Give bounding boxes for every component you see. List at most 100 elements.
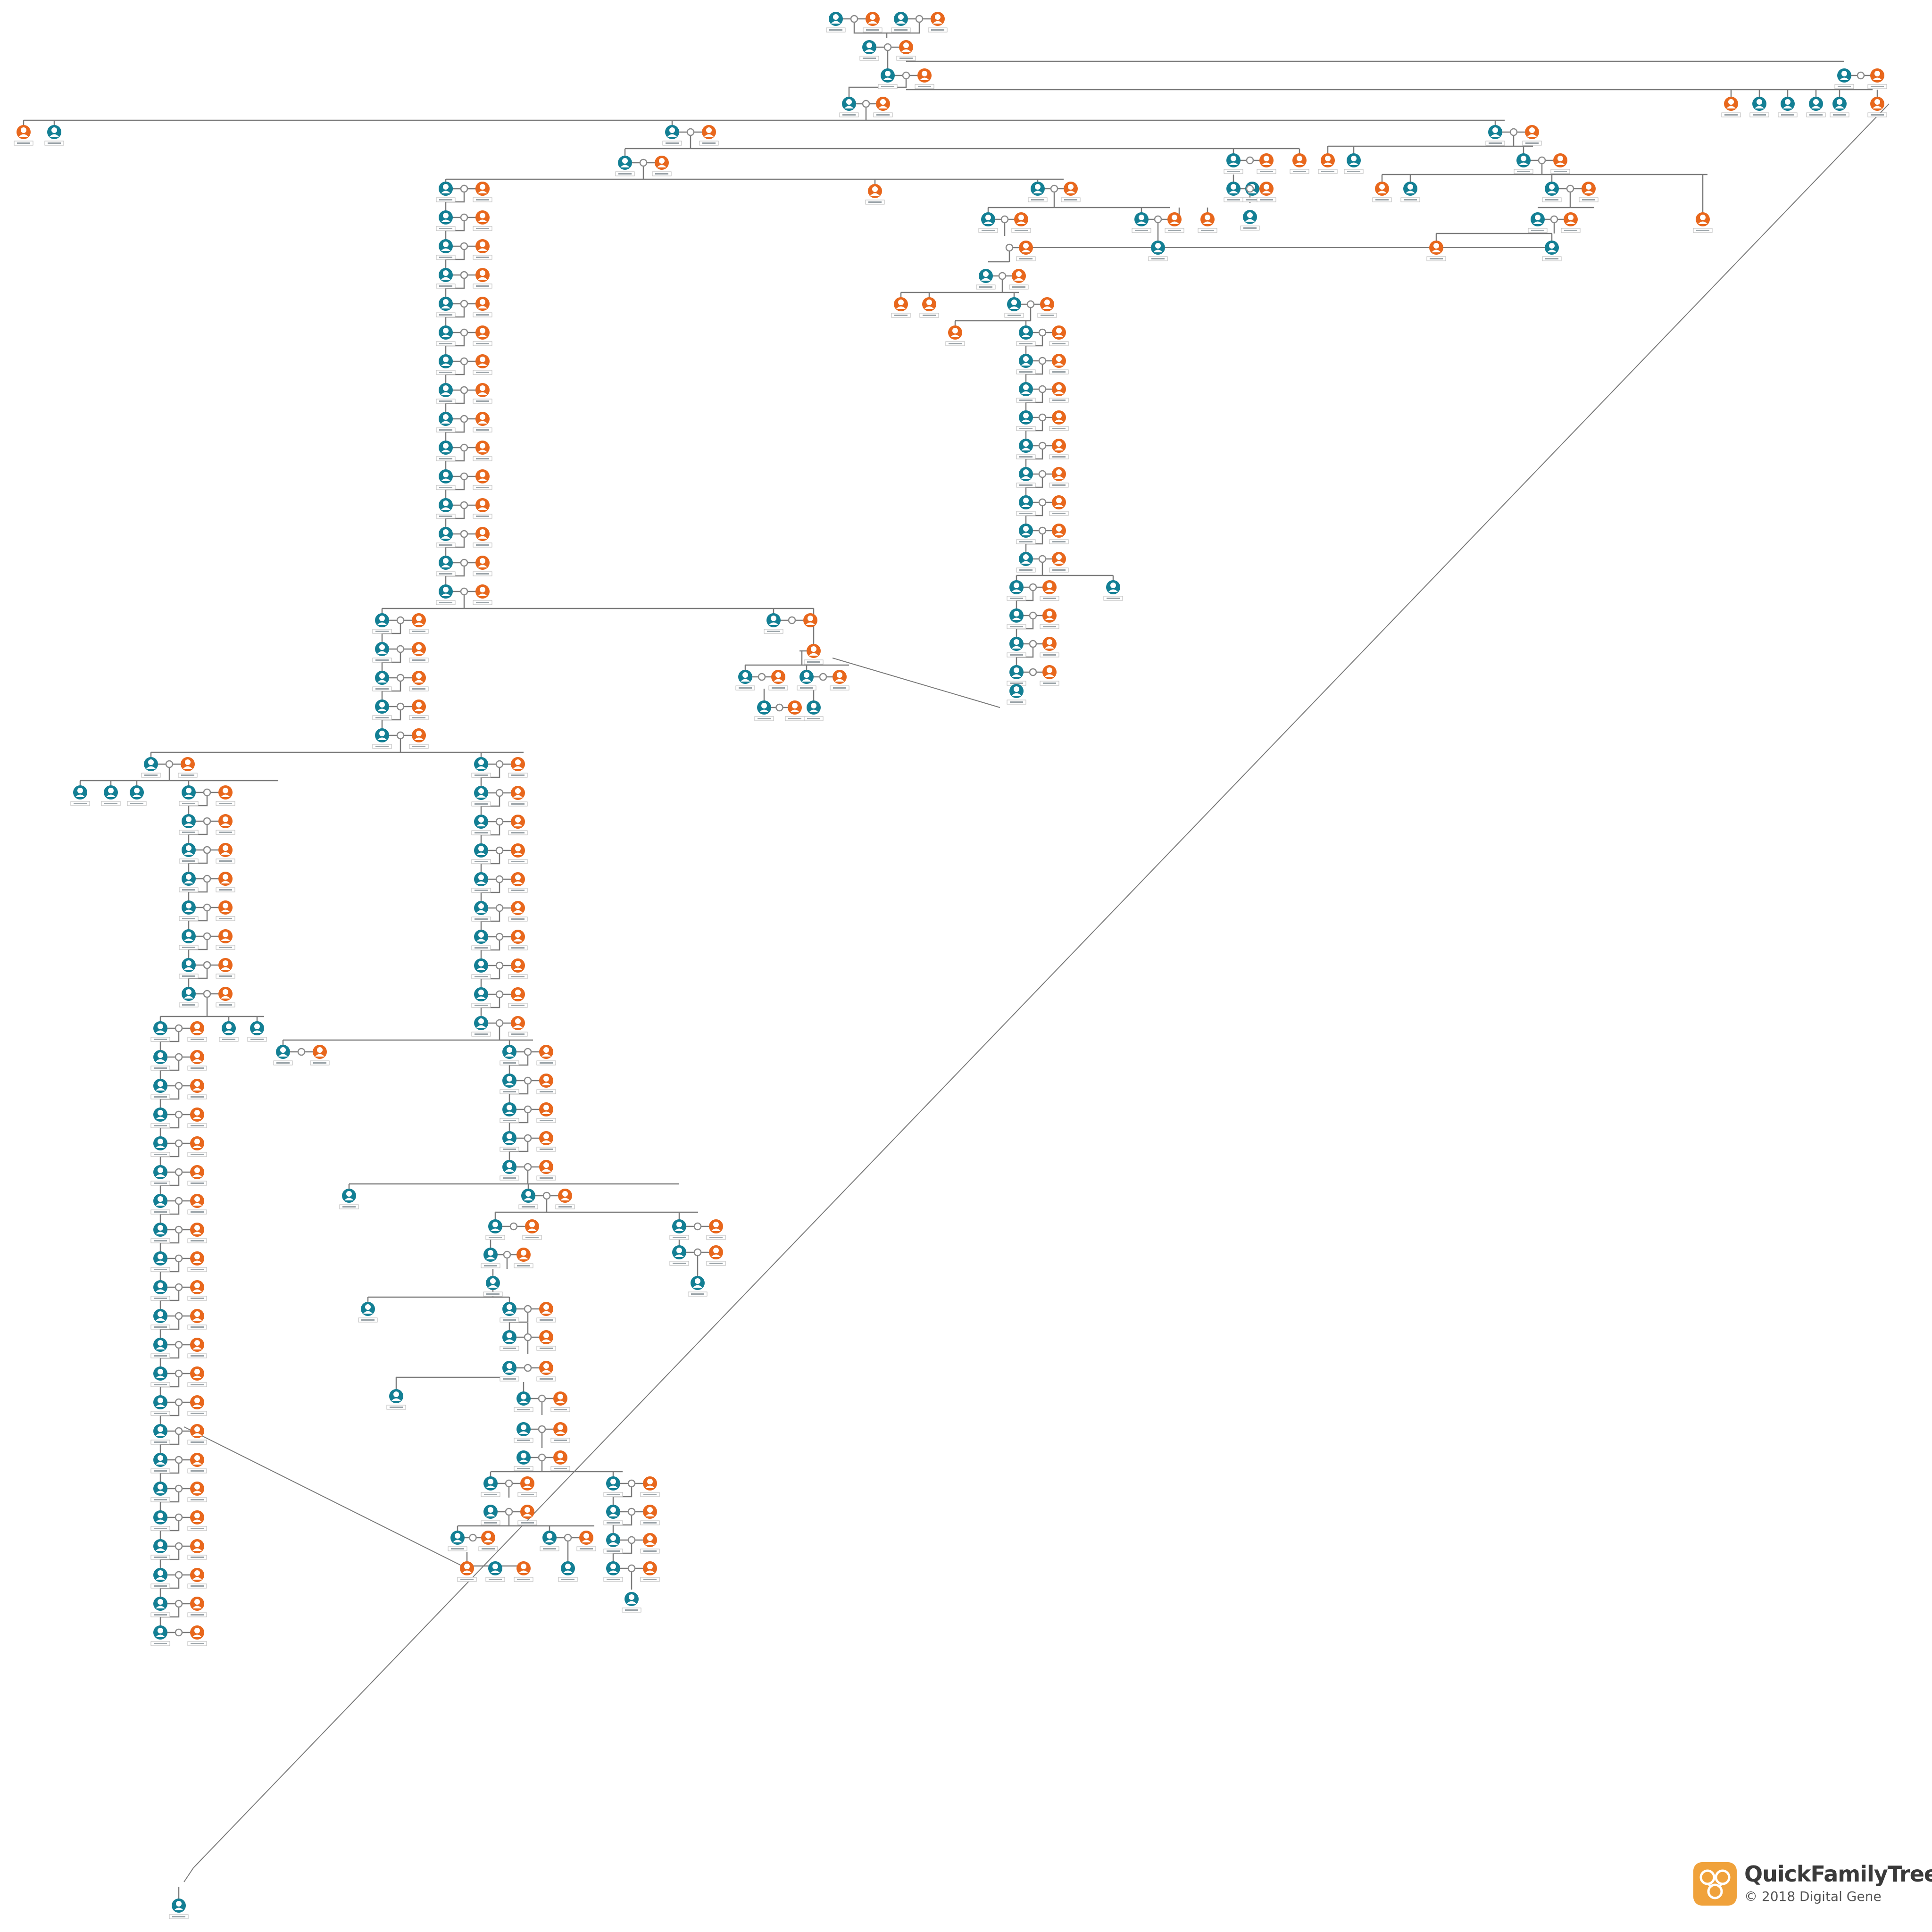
person-male-icon[interactable] — [500, 1102, 519, 1123]
person-male-icon[interactable] — [485, 1219, 505, 1240]
person-male-icon[interactable] — [150, 1453, 170, 1474]
person-male-icon[interactable] — [1016, 552, 1036, 573]
person-male-icon[interactable] — [70, 785, 90, 806]
person-female-icon[interactable] — [473, 210, 492, 231]
person-female-icon[interactable] — [1049, 410, 1069, 431]
person-female-icon[interactable] — [187, 1136, 207, 1157]
person-male-icon[interactable] — [179, 843, 199, 864]
person-male-icon[interactable] — [1344, 153, 1364, 174]
person-male-icon[interactable] — [101, 785, 121, 806]
person-male-icon[interactable] — [179, 785, 199, 806]
person-male-icon[interactable] — [436, 584, 456, 605]
person-male-icon[interactable] — [978, 212, 998, 233]
person-female-icon[interactable] — [216, 958, 235, 979]
person-female-icon[interactable] — [508, 901, 528, 922]
person-female-icon[interactable] — [473, 354, 492, 375]
person-female-icon[interactable] — [1049, 325, 1069, 346]
person-female-icon[interactable] — [576, 1531, 596, 1551]
person-male-icon[interactable] — [436, 498, 456, 519]
person-male-icon[interactable] — [1016, 354, 1036, 375]
person-female-icon[interactable] — [457, 1561, 477, 1582]
person-male-icon[interactable] — [150, 1108, 170, 1128]
person-male-icon[interactable] — [500, 1302, 519, 1323]
person-male-icon[interactable] — [603, 1561, 623, 1582]
person-female-icon[interactable] — [216, 872, 235, 892]
person-female-icon[interactable] — [1040, 608, 1059, 629]
person-male-icon[interactable] — [150, 1309, 170, 1330]
person-male-icon[interactable] — [518, 1189, 538, 1209]
person-female-icon[interactable] — [896, 40, 916, 61]
person-female-icon[interactable] — [863, 12, 883, 33]
person-male-icon[interactable] — [797, 670, 816, 691]
person-female-icon[interactable] — [1049, 382, 1069, 403]
person-female-icon[interactable] — [508, 757, 528, 778]
person-female-icon[interactable] — [1198, 212, 1217, 233]
person-female-icon[interactable] — [187, 1194, 207, 1215]
person-female-icon[interactable] — [1579, 182, 1599, 202]
person-male-icon[interactable] — [1007, 665, 1026, 686]
person-female-icon[interactable] — [473, 469, 492, 490]
person-male-icon[interactable] — [436, 527, 456, 548]
person-female-icon[interactable] — [536, 1330, 556, 1351]
person-male-icon[interactable] — [150, 1395, 170, 1416]
person-male-icon[interactable] — [1485, 125, 1505, 146]
person-female-icon[interactable] — [473, 584, 492, 605]
person-female-icon[interactable] — [706, 1245, 726, 1266]
person-male-icon[interactable] — [436, 268, 456, 289]
person-female-icon[interactable] — [187, 1021, 207, 1042]
person-female-icon[interactable] — [216, 843, 235, 864]
person-male-icon[interactable] — [669, 1245, 689, 1266]
person-female-icon[interactable] — [830, 670, 849, 691]
person-female-icon[interactable] — [187, 1482, 207, 1502]
person-female-icon[interactable] — [187, 1568, 207, 1589]
person-female-icon[interactable] — [473, 325, 492, 346]
person-female-icon[interactable] — [803, 613, 817, 627]
person-male-icon[interactable] — [1224, 153, 1243, 174]
person-male-icon[interactable] — [688, 1276, 708, 1297]
person-male-icon[interactable] — [1830, 97, 1849, 117]
person-male-icon[interactable] — [1007, 684, 1026, 705]
person-female-icon[interactable] — [187, 1108, 207, 1128]
person-male-icon[interactable] — [826, 12, 846, 33]
person-male-icon[interactable] — [1224, 182, 1243, 202]
person-female-icon[interactable] — [1049, 552, 1069, 573]
person-male-icon[interactable] — [558, 1561, 578, 1582]
person-male-icon[interactable] — [514, 1450, 533, 1471]
person-male-icon[interactable] — [1016, 495, 1036, 516]
person-male-icon[interactable] — [540, 1531, 559, 1551]
person-male-icon[interactable] — [500, 1330, 519, 1351]
person-male-icon[interactable] — [1016, 382, 1036, 403]
person-male-icon[interactable] — [150, 1223, 170, 1243]
person-female-icon[interactable] — [928, 12, 948, 33]
person-female-icon[interactable] — [915, 68, 934, 89]
person-male-icon[interactable] — [448, 1531, 467, 1551]
person-male-icon[interactable] — [372, 613, 392, 634]
person-male-icon[interactable] — [1148, 241, 1168, 261]
person-male-icon[interactable] — [273, 1045, 293, 1066]
person-female-icon[interactable] — [1016, 241, 1036, 261]
person-female-icon[interactable] — [1693, 212, 1713, 233]
person-male-icon[interactable] — [372, 671, 392, 691]
person-female-icon[interactable] — [216, 929, 235, 950]
person-female-icon[interactable] — [409, 728, 429, 749]
person-female-icon[interactable] — [1372, 182, 1392, 202]
person-male-icon[interactable] — [471, 872, 491, 893]
person-male-icon[interactable] — [615, 156, 635, 176]
person-female-icon[interactable] — [187, 1395, 207, 1416]
person-male-icon[interactable] — [1834, 68, 1854, 89]
person-male-icon[interactable] — [150, 1539, 170, 1560]
person-female-icon[interactable] — [187, 1165, 207, 1186]
person-female-icon[interactable] — [508, 930, 528, 950]
person-female-icon[interactable] — [785, 700, 805, 721]
person-male-icon[interactable] — [44, 125, 64, 146]
person-female-icon[interactable] — [478, 1531, 498, 1551]
person-male-icon[interactable] — [386, 1389, 406, 1410]
person-female-icon[interactable] — [473, 297, 492, 317]
person-male-icon[interactable] — [141, 757, 161, 778]
person-male-icon[interactable] — [179, 900, 199, 921]
person-female-icon[interactable] — [536, 1045, 556, 1066]
person-female-icon[interactable] — [508, 815, 528, 835]
person-male-icon[interactable] — [436, 412, 456, 433]
person-female-icon[interactable] — [216, 987, 235, 1008]
person-male-icon[interactable] — [436, 297, 456, 317]
